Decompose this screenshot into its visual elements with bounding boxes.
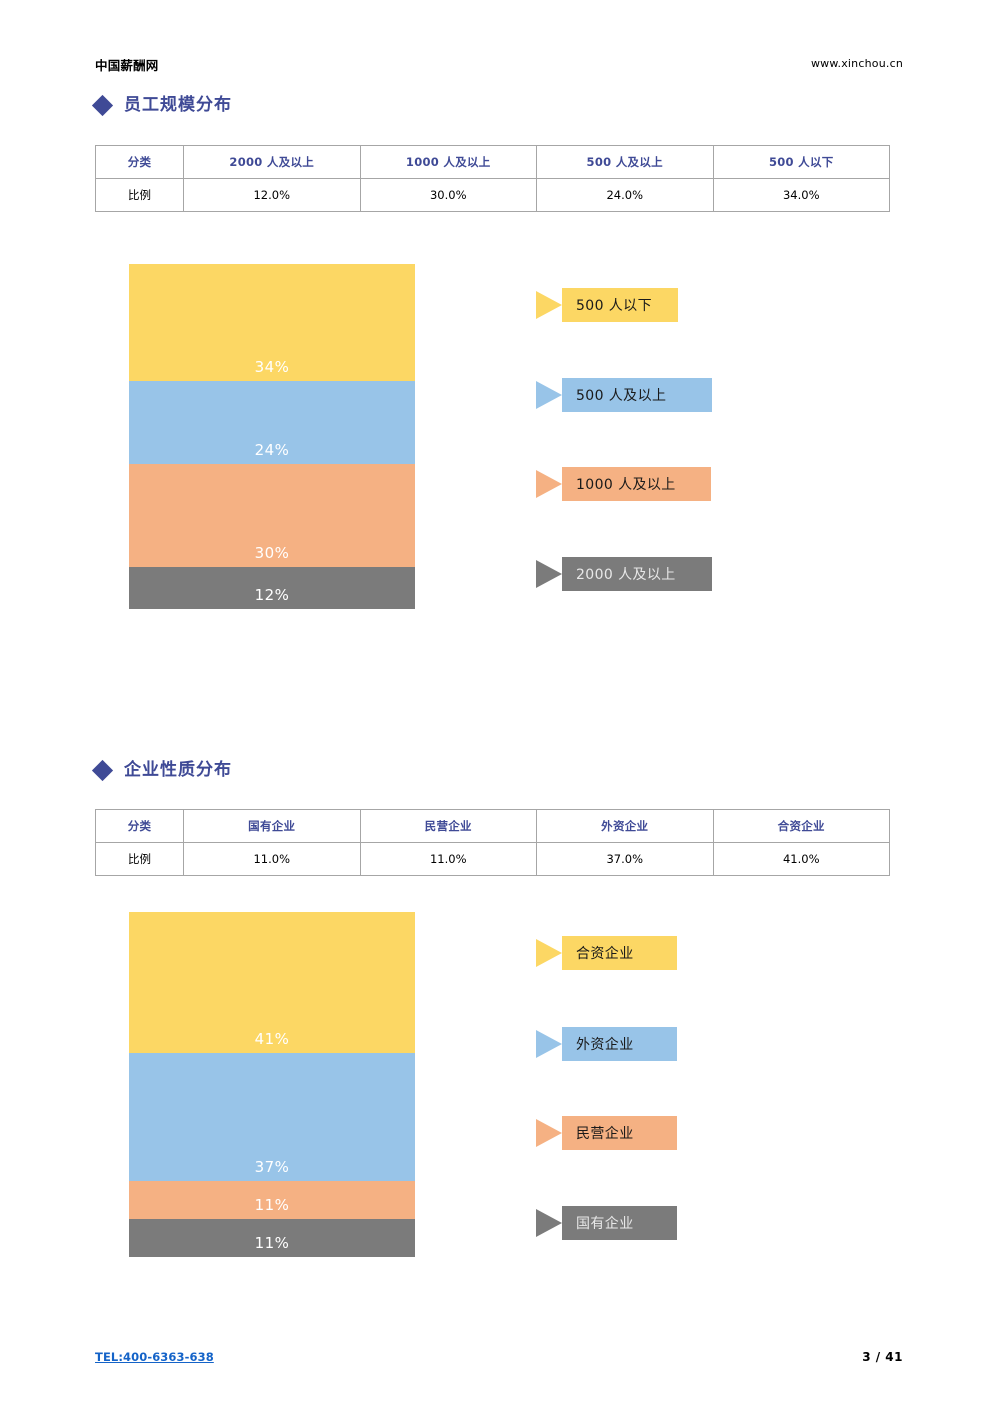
table-cell: 11.0% (183, 842, 361, 876)
chart-2: 41% 37% 11% 11% 合资企业 外资企业 民营 (0, 912, 993, 1257)
legend-label: 外资企业 (562, 1027, 677, 1061)
table-cell: 41.0% (712, 842, 890, 876)
table-row: 比例 12.0% 30.0% 24.0% 34.0% (95, 178, 890, 212)
table-cell: 30.0% (359, 178, 537, 212)
table-row: 比例 11.0% 11.0% 37.0% 41.0% (95, 842, 890, 876)
arrow-right-icon (536, 1206, 562, 1240)
legend-item[interactable]: 500 人以下 (536, 288, 678, 322)
arrow-right-icon (536, 378, 562, 412)
bar-segment-label: 30% (254, 544, 290, 562)
table-cell: 11.0% (359, 842, 537, 876)
brand-name: 中国薪酬网 (95, 58, 159, 73)
page-number: 3 / 41 (862, 1350, 903, 1364)
arrow-right-icon (536, 467, 562, 501)
legend-label: 民营企业 (562, 1116, 677, 1150)
bar-segment-orange: 30% (129, 464, 415, 567)
page-header: 中国薪酬网 www.xinchou.cn (95, 55, 903, 79)
arrow-right-icon (536, 288, 562, 322)
bar-segment-orange: 11% (129, 1181, 415, 1219)
legend-item[interactable]: 500 人及以上 (536, 378, 712, 412)
legend-label: 500 人及以上 (562, 378, 712, 412)
bar-segment-label: 34% (254, 358, 290, 376)
data-table-1: 分类 2000 人及以上 1000 人及以上 500 人及以上 500 人以下 … (95, 145, 890, 212)
diamond-bullet-icon (91, 759, 114, 782)
stacked-bar-chart-2: 41% 37% 11% 11% (129, 912, 415, 1257)
bar-segment-label: 11% (254, 1196, 290, 1214)
table-header-cell: 分类 (95, 145, 184, 179)
footer-telephone-link[interactable]: TEL:400-6363-638 (95, 1350, 214, 1364)
section-heading-2: 企业性质分布 (91, 759, 232, 782)
table-cell: 24.0% (536, 178, 714, 212)
bar-segment-label: 11% (254, 1234, 290, 1252)
legend-item[interactable]: 合资企业 (536, 936, 677, 970)
section-title-2: 企业性质分布 (124, 760, 232, 780)
table-header-row: 分类 国有企业 民营企业 外资企业 合资企业 (95, 809, 890, 843)
table-cell: 12.0% (183, 178, 361, 212)
arrow-right-icon (536, 1116, 562, 1150)
table-header-cell: 2000 人及以上 (183, 145, 361, 179)
table-header-cell: 合资企业 (712, 809, 890, 843)
table-header-cell: 1000 人及以上 (359, 145, 537, 179)
site-url: www.xinchou.cn (810, 57, 903, 70)
legend-item[interactable]: 外资企业 (536, 1027, 677, 1061)
table-cell: 比例 (95, 842, 184, 876)
table-cell: 37.0% (536, 842, 714, 876)
table-header-cell: 国有企业 (183, 809, 361, 843)
stacked-bar-chart-1: 34% 24% 30% 12% (129, 264, 415, 609)
arrow-right-icon (536, 1027, 562, 1061)
legend-label: 合资企业 (562, 936, 677, 970)
bar-segment-yellow: 34% (129, 264, 415, 381)
bar-segment-blue: 24% (129, 381, 415, 464)
bar-segment-blue: 37% (129, 1053, 415, 1181)
table-header-cell: 500 人及以上 (536, 145, 714, 179)
legend-label: 国有企业 (562, 1206, 677, 1240)
data-table-2: 分类 国有企业 民营企业 外资企业 合资企业 比例 11.0% 11.0% 37… (95, 809, 890, 876)
table-header-cell: 外资企业 (536, 809, 714, 843)
table-cell: 34.0% (712, 178, 890, 212)
table-header-row: 分类 2000 人及以上 1000 人及以上 500 人及以上 500 人以下 (95, 145, 890, 179)
bar-segment-grey: 12% (129, 567, 415, 609)
legend-item[interactable]: 民营企业 (536, 1116, 677, 1150)
arrow-right-icon (536, 936, 562, 970)
bar-segment-grey: 11% (129, 1219, 415, 1257)
bar-segment-label: 12% (254, 586, 290, 604)
bar-segment-label: 24% (254, 441, 290, 459)
table-header-cell: 民营企业 (359, 809, 537, 843)
page-footer: TEL:400-6363-638 3 / 41 (95, 1350, 903, 1372)
legend-label: 2000 人及以上 (562, 557, 712, 591)
bar-segment-yellow: 41% (129, 912, 415, 1053)
chart-1: 34% 24% 30% 12% 500 人以下 500 人及以上 (0, 264, 993, 609)
legend-label: 500 人以下 (562, 288, 678, 322)
bar-segment-label: 37% (254, 1158, 290, 1176)
arrow-right-icon (536, 557, 562, 591)
section-title-1: 员工规模分布 (124, 95, 232, 115)
legend-item[interactable]: 国有企业 (536, 1206, 677, 1240)
bar-segment-label: 41% (254, 1030, 290, 1048)
table-header-cell: 500 人以下 (712, 145, 890, 179)
legend-item[interactable]: 2000 人及以上 (536, 557, 712, 591)
section-heading-1: 员工规模分布 (91, 94, 232, 117)
legend-item[interactable]: 1000 人及以上 (536, 467, 711, 501)
table-cell: 比例 (95, 178, 184, 212)
table-header-cell: 分类 (95, 809, 184, 843)
diamond-bullet-icon (91, 94, 114, 117)
legend-label: 1000 人及以上 (562, 467, 711, 501)
